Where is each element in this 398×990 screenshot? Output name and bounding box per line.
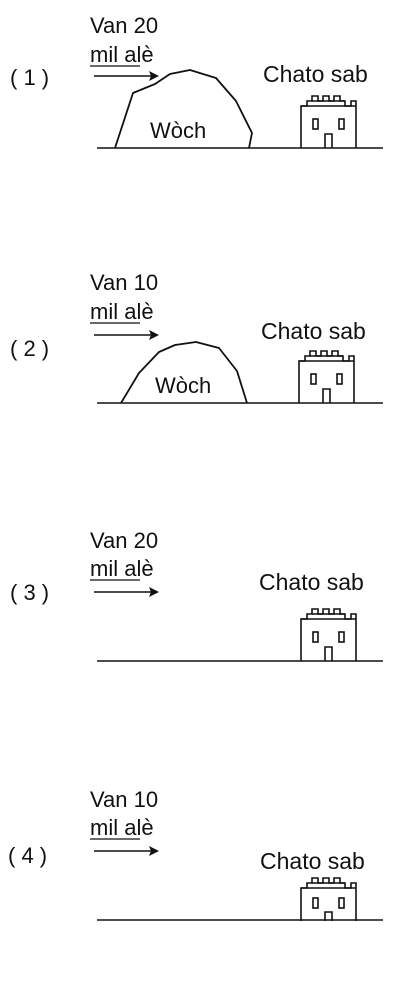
sand-castle-icon <box>300 95 357 148</box>
wind-unit-label: mil alè <box>90 299 154 324</box>
scenario-4-diagram: ( 4 ) Van 10 mil alè Chato sab <box>8 787 383 921</box>
scenario-number: ( 3 ) <box>10 580 49 605</box>
wind-speed-label: Van 10 <box>90 787 158 812</box>
wind-unit-label: mil alè <box>90 815 154 840</box>
rock-label: Wòch <box>155 373 211 398</box>
sand-castle-icon <box>300 877 357 921</box>
scenario-panel-4: ( 4 ) Van 10 mil alè Chato sab <box>0 760 398 990</box>
wind-unit-label: mil alè <box>90 556 154 581</box>
scenario-number: ( 1 ) <box>10 65 49 90</box>
scenario-panel-3: ( 3 ) Van 20 mil alè Chato sab <box>0 508 398 738</box>
scenario-panel-2: ( 2 ) Van 10 mil alè Wòch Chato sab <box>0 255 398 485</box>
rock-label: Wòch <box>150 118 206 143</box>
castle-label: Chato sab <box>261 318 366 344</box>
sand-castle-icon <box>300 608 357 661</box>
right-arrow-icon <box>94 846 159 856</box>
right-arrow-icon <box>94 587 159 597</box>
wind-speed-label: Van 20 <box>90 528 158 553</box>
castle-label: Chato sab <box>263 61 368 87</box>
scenario-number: ( 4 ) <box>8 843 47 868</box>
rock-icon <box>120 341 248 404</box>
scenario-panel-1: ( 1 ) Van 20 mil alè Wòch Chato sab <box>0 0 398 230</box>
wind-speed-label: Van 20 <box>90 13 158 38</box>
right-arrow-icon <box>94 330 159 340</box>
castle-label: Chato sab <box>259 569 364 595</box>
scenario-1-diagram: ( 1 ) Van 20 mil alè Wòch Chato sab <box>10 13 383 149</box>
right-arrow-icon <box>94 71 159 81</box>
castle-label: Chato sab <box>260 848 365 874</box>
rock-icon <box>114 69 253 149</box>
scenario-2-diagram: ( 2 ) Van 10 mil alè Wòch Chato sab <box>10 270 383 404</box>
wind-speed-label: Van 10 <box>90 270 158 295</box>
scenario-number: ( 2 ) <box>10 336 49 361</box>
sand-castle-icon <box>298 350 355 403</box>
scenario-3-diagram: ( 3 ) Van 20 mil alè Chato sab <box>10 528 383 662</box>
wind-unit-label: mil alè <box>90 42 154 67</box>
